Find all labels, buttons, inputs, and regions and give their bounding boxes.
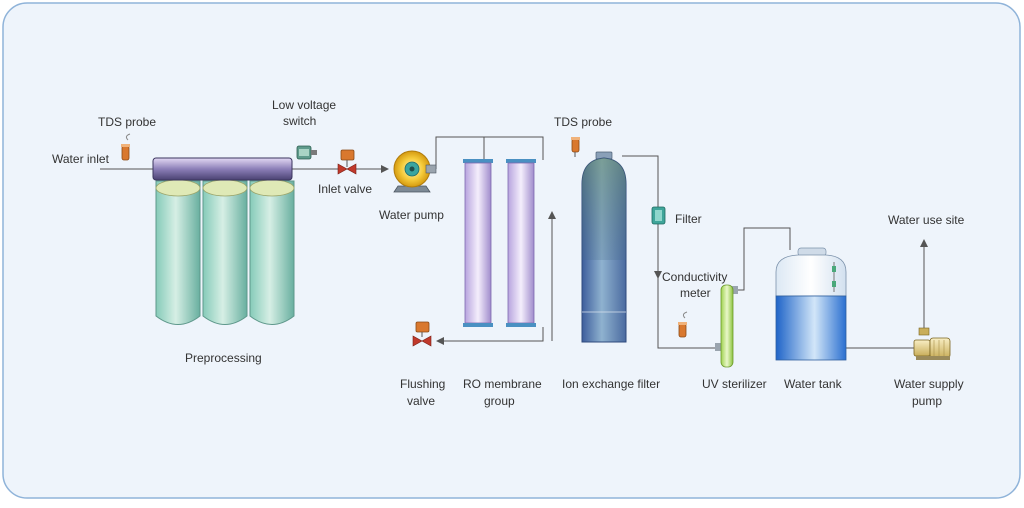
flushing-valve-icon (412, 321, 432, 347)
pipe-uv-to-tank (736, 227, 791, 291)
label-water-use-site: Water use site (888, 213, 965, 227)
label-flushing-line1: Flushing (400, 377, 445, 391)
ro-membrane-1 (463, 159, 493, 327)
label-ro-line1: RO membrane (463, 377, 542, 391)
label-low-voltage-line2: switch (283, 114, 316, 128)
label-tds-probe-1: TDS probe (98, 115, 156, 129)
label-supply-pump-line1: Water supply (894, 377, 964, 391)
low-voltage-switch-icon (296, 145, 317, 160)
ro-membrane-2 (506, 159, 536, 327)
label-ro-line2: group (484, 394, 515, 408)
filter-icon (651, 206, 666, 225)
tds-probe-icon (121, 133, 131, 161)
valve-icon (337, 149, 357, 175)
uv-sterilizer (715, 284, 738, 368)
label-flushing-line2: valve (407, 394, 435, 408)
label-conductivity-line2: meter (680, 286, 711, 300)
filter-housing-1 (155, 179, 201, 325)
pipe-ion-to-uv (622, 155, 716, 349)
ro-membrane-group (463, 159, 536, 327)
labels: Water inlet TDS probe Low voltage switch… (52, 98, 965, 408)
label-water-inlet: Water inlet (52, 152, 110, 166)
filter-housing-2 (202, 179, 248, 325)
water-tank (775, 247, 847, 361)
label-conductivity-line1: Conductivity (662, 270, 727, 284)
label-water-pump: Water pump (379, 208, 444, 222)
label-water-tank: Water tank (784, 377, 843, 391)
label-tds-probe-2: TDS probe (554, 115, 612, 129)
conductivity-meter-icon (678, 311, 688, 338)
label-uv-sterilizer: UV sterilizer (702, 377, 767, 391)
label-inlet-valve: Inlet valve (318, 182, 372, 196)
label-supply-pump-line2: pump (912, 394, 942, 408)
label-filter: Filter (675, 212, 702, 226)
ion-exchange-tank (581, 151, 627, 343)
label-low-voltage-line1: Low voltage (272, 98, 336, 112)
pipe-pump-to-ro (435, 136, 544, 169)
preprocessing-filter (152, 157, 295, 325)
pipe-to-flushing (436, 327, 544, 345)
filter-housing-3 (249, 179, 295, 325)
label-ion-exchange: Ion exchange filter (562, 377, 660, 391)
label-preprocessing: Preprocessing (185, 351, 262, 365)
preprocessing-manifold (152, 157, 293, 181)
supply-pump-icon (913, 327, 951, 360)
pump-icon (393, 150, 437, 193)
tds-probe-2-icon (571, 137, 580, 157)
